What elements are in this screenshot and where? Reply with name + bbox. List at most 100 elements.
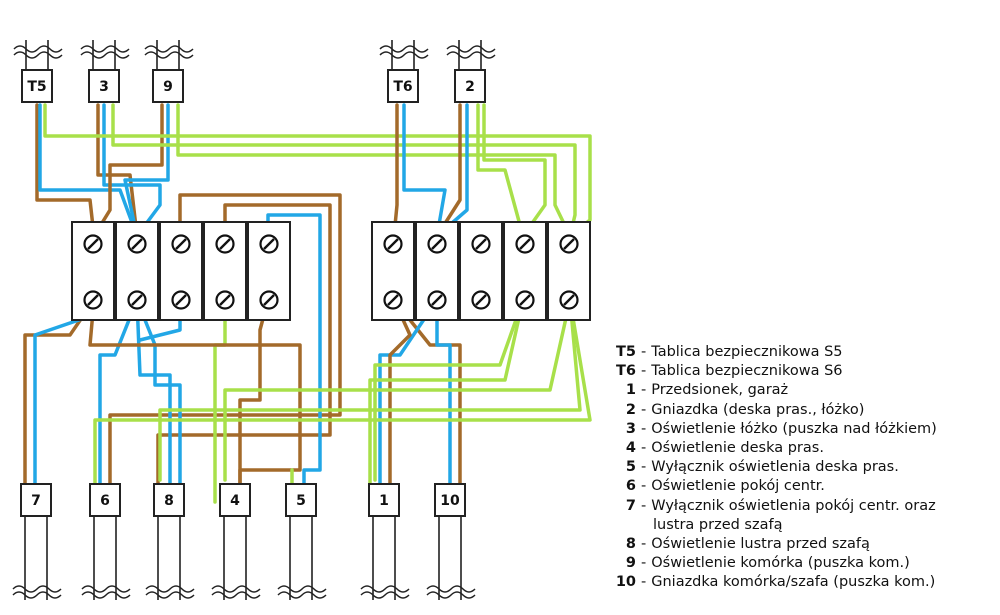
legend-item-2: 2 - Gniazdka (deska pras., łóżko) — [604, 401, 937, 420]
screw-icon — [559, 234, 579, 254]
legend-item-3: 3 - Oświetlenie łóżko (puszka nad łóżkie… — [604, 420, 937, 439]
legend-item-6: 6 - Oświetlenie pokój centr. — [604, 477, 937, 496]
legend-item-4: 4 - Oświetlenie deska pras. — [604, 439, 937, 458]
legend-text: Gniazdka (deska pras., łóżko) — [651, 401, 865, 418]
cable-top-9: 9 — [144, 40, 194, 103]
cable-label: 6 — [100, 493, 110, 509]
screw-icon — [383, 290, 403, 310]
cable-label: 4 — [230, 493, 240, 509]
blue-wire — [435, 298, 452, 504]
cable-bottom-6: 6 — [81, 483, 131, 600]
cable-label: 7 — [31, 493, 41, 509]
screw-icon — [83, 290, 103, 310]
legend-text: Wyłącznik oświetlenia deska pras. — [651, 459, 899, 476]
screw-icon — [559, 290, 579, 310]
cable-top-t6: T6 — [379, 40, 429, 103]
blue-wire — [123, 103, 170, 238]
legend-text: Tablica bezpiecznikowa S5 — [651, 344, 843, 360]
legend: T5 - Tablica bezpiecznikowa S5 T6 - Tabl… — [604, 343, 937, 592]
cable-label: 10 — [440, 493, 460, 509]
screw-icon — [427, 234, 447, 254]
screw-icon — [383, 234, 403, 254]
blue-wire — [33, 298, 139, 504]
blue-wire — [266, 213, 322, 504]
screw-icon — [427, 290, 447, 310]
screw-icon — [515, 234, 535, 254]
cable-bottom-5: 5 — [277, 483, 327, 600]
screw-icon — [259, 234, 279, 254]
screw-icon — [171, 290, 191, 310]
legend-item-7-continued: lustra przed szafą — [604, 516, 937, 535]
legend-text: Oświetlenie lustra przed szafą — [651, 535, 870, 552]
legend-text: Oświetlenie łóżko (puszka nad łóżkiem) — [651, 420, 937, 437]
brown-wire — [108, 193, 342, 504]
blue-wire — [402, 103, 447, 238]
cable-label: 5 — [296, 493, 306, 509]
brown-wire — [88, 298, 302, 487]
screw-icon — [215, 234, 235, 254]
legend-key: 1 — [625, 382, 636, 399]
screw-icon — [171, 234, 191, 254]
screw-icon — [215, 290, 235, 310]
green-wire — [373, 298, 525, 482]
legend-text: Oświetlenie komórka (puszka kom.) — [651, 555, 910, 572]
cable-bottom-8: 8 — [145, 483, 195, 600]
brown-wire — [156, 203, 332, 504]
brown-wire — [392, 103, 399, 238]
cable-label: T6 — [393, 79, 412, 95]
legend-item-10: 10 - Gniazdka komórka/szafa (puszka kom.… — [604, 573, 937, 592]
blue-wire — [135, 298, 182, 504]
cable-label: 9 — [163, 79, 173, 95]
blue-wire — [38, 103, 139, 238]
legend-text: Przedsionek, garaż — [651, 382, 789, 399]
cable-label: 1 — [379, 493, 389, 509]
legend-text: Oświetlenie deska pras. — [651, 439, 824, 456]
screw-icon — [83, 234, 103, 254]
green-wire — [176, 103, 572, 238]
screw-icon — [127, 290, 147, 310]
screw-icon — [259, 290, 279, 310]
cable-label: T5 — [27, 79, 46, 95]
green-wire — [476, 103, 525, 238]
legend-item-7: 7 - Wyłącznik oświetlenia pokój centr. o… — [604, 497, 937, 516]
legend-key: 5 — [625, 459, 636, 476]
brown-wire — [35, 103, 96, 238]
legend-item-t5: T5 - Tablica bezpiecznikowa S5 — [604, 343, 937, 362]
green-wire — [93, 298, 592, 504]
legend-text: Wyłącznik oświetlenia pokój centr. oraz — [651, 497, 936, 514]
screw-icon — [471, 290, 491, 310]
green-wire — [223, 298, 572, 482]
legend-key: T6 — [616, 363, 636, 380]
screw-icon — [127, 234, 147, 254]
cable-top-3: 3 — [80, 40, 130, 103]
legend-text: Tablica bezpiecznikowa S6 — [651, 363, 843, 380]
legend-key: 2 — [625, 401, 636, 418]
cable-bottom-10: 10 — [426, 483, 476, 600]
cable-bottom-4: 4 — [211, 483, 261, 600]
terminal-block-left — [71, 221, 291, 321]
legend-text: lustra przed szafą — [653, 516, 783, 533]
cable-label: 2 — [465, 79, 475, 95]
legend-key: 9 — [625, 555, 636, 572]
brown-wire — [388, 298, 412, 504]
legend-key: 7 — [625, 497, 636, 514]
screw-icon — [471, 234, 491, 254]
legend-key: 4 — [625, 439, 636, 456]
legend-key: T5 — [616, 344, 636, 360]
legend-key: 6 — [625, 478, 636, 495]
blue-wire — [135, 298, 172, 504]
cable-bottom-1: 1 — [360, 483, 410, 600]
legend-item-5: 5 - Wyłącznik oświetlenia deska pras. — [604, 458, 937, 477]
legend-key: 8 — [625, 535, 636, 552]
screw-icon — [515, 290, 535, 310]
cable-label: 3 — [99, 79, 109, 95]
cable-top-2: 2 — [446, 40, 496, 103]
legend-text: Gniazdka komórka/szafa (puszka kom.) — [651, 574, 936, 591]
legend-item-t6: T6 - Tablica bezpiecznikowa S6 — [604, 362, 937, 381]
legend-key: 3 — [625, 420, 636, 437]
cable-top-t5: T5 — [13, 40, 63, 103]
blue-wire — [98, 298, 139, 504]
terminal-block-right — [371, 221, 591, 321]
legend-item-8: 8 - Oświetlenie lustra przed szafą — [604, 535, 937, 554]
